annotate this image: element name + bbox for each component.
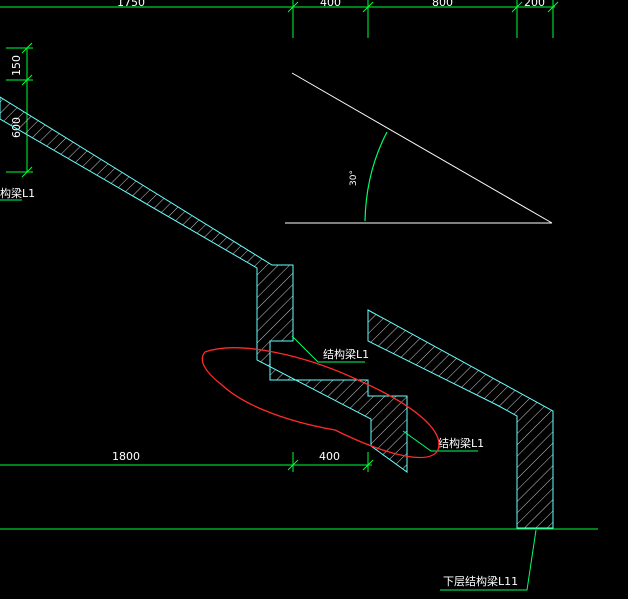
label-left-beam: 构梁L1 [0, 186, 35, 200]
upper-slab-section [0, 96, 408, 473]
dim-bottom-1800: 1800 [112, 450, 140, 463]
angle-reference [285, 72, 553, 224]
dim-top-800: 800 [432, 0, 453, 9]
dim-top-400: 400 [320, 0, 341, 9]
top-dimension-chain [0, 0, 559, 38]
label-lower-beam: 下层结构梁L11 [443, 574, 518, 588]
dim-left-150: 150 [10, 55, 23, 76]
right-slab-section [367, 309, 554, 529]
leader-lines [0, 199, 537, 591]
left-dimension-chain [6, 42, 33, 178]
dim-top-1750: 1750 [117, 0, 145, 9]
dim-top-200: 200 [524, 0, 545, 9]
red-annotation-ellipse [201, 347, 440, 459]
bottom-dimension-chain [0, 452, 374, 472]
angle-label: 30° [349, 170, 359, 186]
label-beam-upper: 结构梁L1 [323, 347, 369, 361]
dim-bottom-400: 400 [319, 450, 340, 463]
label-beam-lower: 结构梁L1 [438, 436, 484, 450]
